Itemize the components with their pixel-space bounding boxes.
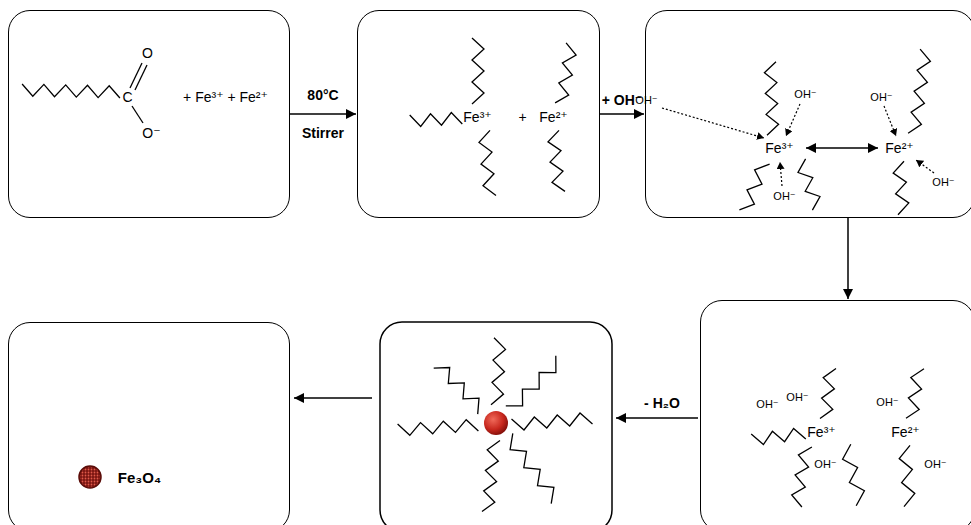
chem-label: OH⁻ <box>876 395 898 408</box>
process-panel: Fe³⁺ + Fe²⁺ <box>357 10 600 218</box>
edge-label: 80°C Stirrer <box>302 76 344 152</box>
process-arrow <box>294 397 372 399</box>
chem-label: + <box>518 109 526 125</box>
process-arrow <box>600 113 644 115</box>
process-label: - H₂O <box>644 395 680 411</box>
chem-label: Fe³⁺ <box>765 140 793 156</box>
alkyl-chain <box>843 444 865 505</box>
alkyl-chain <box>899 445 915 506</box>
chem-label: OH⁻ <box>932 175 954 188</box>
magnetite-particle <box>79 466 101 488</box>
chem-label: Fe₃O₄ <box>118 470 161 486</box>
process-panel: OH⁻ OH⁻ OH⁻ Fe³⁺ Fe²⁺ OH⁻ OH⁻ <box>700 300 971 525</box>
alkyl-chain <box>548 130 565 191</box>
alkyl-chain <box>22 84 120 98</box>
alkyl-chain <box>906 369 924 419</box>
alkyl-chain <box>506 356 556 406</box>
chem-label: C <box>122 89 132 105</box>
process-panel: OH⁻OH⁻OH⁻Fe³⁺Fe²⁺OH⁻OH⁻ <box>645 10 971 218</box>
alkyl-chain <box>751 429 806 445</box>
panel <box>380 322 612 525</box>
chem-label: Fe²⁺ <box>891 424 919 440</box>
chem-label: OH⁻ <box>870 90 892 103</box>
process-arrow <box>847 218 849 299</box>
alkyl-chain <box>792 447 812 507</box>
alkyl-chain <box>764 62 778 135</box>
alkyl-chain <box>479 130 496 195</box>
particle <box>484 411 508 435</box>
chem-label: OH⁻ <box>773 189 795 202</box>
chem-label: OH⁻ <box>786 390 808 403</box>
alkyl-chain <box>482 441 500 512</box>
chem-label: Fe³⁺ <box>807 424 835 440</box>
chem-label: Fe³⁺ <box>463 109 491 125</box>
chem-label: Fe²⁺ <box>539 109 567 125</box>
alkyl-chain <box>410 113 463 127</box>
alkyl-chains <box>22 38 930 512</box>
chem-label: + Fe³⁺ + Fe²⁺ <box>183 89 268 105</box>
alkyl-chain <box>472 38 484 104</box>
edge-label: + OH⁻ <box>602 92 642 108</box>
alkyl-chain <box>893 161 909 214</box>
alkyl-chain <box>798 159 820 210</box>
alkyl-chain <box>491 338 506 405</box>
alkyl-chain <box>434 368 479 415</box>
chem-label: Fe²⁺ <box>885 140 913 156</box>
alkyl-chain <box>908 49 930 133</box>
process-arrow <box>616 417 698 419</box>
alkyl-chain <box>510 433 554 503</box>
chem-label: O⁻ <box>142 125 160 141</box>
equilibrium-arrow <box>806 147 878 149</box>
alkyl-chain <box>555 43 576 103</box>
alkyl-chain <box>398 420 479 436</box>
alkyl-chain <box>512 413 593 430</box>
chem-label: OH⁻ <box>756 397 778 410</box>
alkyl-chain <box>820 369 836 419</box>
alkyl-chain <box>739 164 769 210</box>
process-arrow <box>290 113 356 115</box>
chem-label: OH⁻ <box>794 87 816 100</box>
chem-label: OH⁻ <box>924 457 946 470</box>
chem-label: O <box>142 45 153 61</box>
process-panel: O C O⁻ + Fe³⁺ + Fe²⁺ <box>8 10 290 218</box>
chem-label: OH⁻ <box>814 457 836 470</box>
process-panel: Fe₃O₄ <box>8 322 290 525</box>
